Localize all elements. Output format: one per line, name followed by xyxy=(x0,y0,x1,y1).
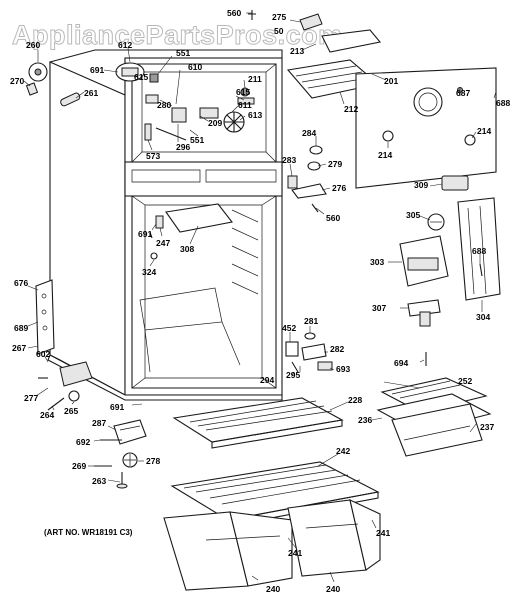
callout-211: 211 xyxy=(248,74,262,84)
callout-282: 282 xyxy=(330,344,344,354)
crisper-cover xyxy=(170,461,380,527)
callout-691b: 691 xyxy=(138,229,152,239)
callout-50: 50 xyxy=(274,26,284,36)
callout-279: 279 xyxy=(328,159,342,169)
callout-676: 676 xyxy=(14,278,28,288)
callout-452: 452 xyxy=(282,323,296,333)
callout-303: 303 xyxy=(370,257,384,267)
evaporator-cover-assembly xyxy=(248,10,497,189)
art-number: (ART NO. WR18191 C3) xyxy=(44,528,133,537)
callout-263: 263 xyxy=(92,476,106,486)
callout-261: 261 xyxy=(84,88,98,98)
watermark-logo: AppliancePartsPros.com xyxy=(12,20,343,50)
callout-693: 693 xyxy=(336,364,350,374)
callout-201: 201 xyxy=(384,76,398,86)
callout-283: 283 xyxy=(282,155,296,165)
callout-689: 689 xyxy=(14,323,28,333)
callout-305: 305 xyxy=(406,210,420,220)
callout-260: 260 xyxy=(26,40,40,50)
callout-labels: 560 275 50 213 260 612 551 691 615 610 2… xyxy=(10,8,510,594)
callout-241b: 241 xyxy=(376,528,390,538)
callout-610: 610 xyxy=(188,62,202,72)
callout-214b: 214 xyxy=(477,126,491,136)
callout-242: 242 xyxy=(336,446,350,456)
callout-294: 294 xyxy=(260,375,274,385)
callout-247: 247 xyxy=(156,238,170,248)
wire-shelf xyxy=(172,397,344,449)
callout-287: 287 xyxy=(92,418,106,428)
callout-228: 228 xyxy=(348,395,362,405)
leveling-hardware xyxy=(94,419,147,489)
callout-308: 308 xyxy=(180,244,194,254)
callout-687: 687 xyxy=(456,88,470,98)
callout-694: 694 xyxy=(394,358,408,368)
top-control-parts xyxy=(25,62,255,141)
callout-280: 280 xyxy=(157,100,171,110)
callout-691: 691 xyxy=(90,65,104,75)
callout-240b: 240 xyxy=(326,584,340,594)
callout-278: 278 xyxy=(146,456,160,466)
callout-615: 615 xyxy=(134,72,148,82)
callout-691c: 691 xyxy=(110,402,124,412)
thermostat-parts xyxy=(149,145,501,327)
callout-324: 324 xyxy=(142,267,156,277)
callout-611: 611 xyxy=(238,100,252,110)
leader-lines xyxy=(23,12,497,583)
callout-688a: 688 xyxy=(496,98,510,108)
callout-281: 281 xyxy=(304,316,318,326)
callout-277: 277 xyxy=(24,393,38,403)
callout-560b: 560 xyxy=(326,213,340,223)
callout-551b: 551 xyxy=(190,135,204,145)
callout-307: 307 xyxy=(372,303,386,313)
callout-252: 252 xyxy=(458,376,472,386)
callout-237: 237 xyxy=(480,422,494,432)
callout-264: 264 xyxy=(40,410,54,420)
callout-304: 304 xyxy=(476,312,490,322)
callout-214a: 214 xyxy=(378,150,392,160)
callout-615b: 615 xyxy=(236,87,250,97)
callout-613: 613 xyxy=(248,110,262,120)
callout-270: 270 xyxy=(10,76,24,86)
lower-hinge-assembly xyxy=(35,279,93,411)
callout-236: 236 xyxy=(358,415,372,425)
callout-265: 265 xyxy=(64,406,78,416)
callout-275: 275 xyxy=(272,12,286,22)
callout-692: 692 xyxy=(76,437,90,447)
callout-560: 560 xyxy=(227,8,241,18)
callout-240a: 240 xyxy=(266,584,280,594)
callout-269: 269 xyxy=(72,461,86,471)
meat-pan-assembly xyxy=(376,377,492,457)
callout-309: 309 xyxy=(414,180,428,190)
callout-284: 284 xyxy=(302,128,316,138)
callout-209: 209 xyxy=(208,118,222,128)
callout-295: 295 xyxy=(286,370,300,380)
callout-602: 602 xyxy=(36,349,50,359)
callout-551: 551 xyxy=(176,48,190,58)
callout-573: 573 xyxy=(146,151,160,161)
callout-213: 213 xyxy=(290,46,304,56)
callout-276: 276 xyxy=(332,183,346,193)
crisper-drawers xyxy=(163,499,381,591)
callout-212: 212 xyxy=(344,104,358,114)
callout-241a: 241 xyxy=(288,548,302,558)
callout-688b: 688 xyxy=(472,246,486,256)
callout-296: 296 xyxy=(176,142,190,152)
callout-267: 267 xyxy=(12,343,26,353)
door-stop-parts xyxy=(285,332,427,373)
callout-612: 612 xyxy=(118,40,132,50)
